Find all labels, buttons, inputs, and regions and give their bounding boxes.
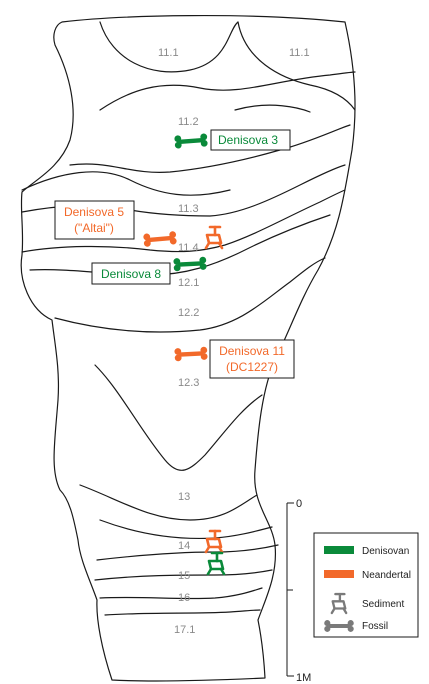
- layer-12-2: 12.2: [178, 307, 199, 319]
- sediment-denisovan-icon: [208, 553, 224, 574]
- legend-sediment: Sediment: [362, 599, 404, 610]
- depth-scale: 0 1M: [287, 498, 311, 684]
- layer-17-1: 17.1: [174, 624, 195, 636]
- sediment-tube-icon: [206, 227, 222, 248]
- layer-16: 16: [178, 592, 190, 604]
- sediment-neandertal-icon: [206, 531, 222, 552]
- specimen-label-line2: ("Altai"): [74, 221, 114, 235]
- denisovan-swatch: [324, 546, 354, 554]
- bone-icon: [174, 347, 207, 362]
- legend-fossil: Fossil: [362, 621, 388, 632]
- legend-denisovan: Denisovan: [362, 546, 409, 557]
- layer-12-3: 12.3: [178, 377, 199, 389]
- specimen-label: Denisova 8: [101, 267, 161, 281]
- bone-icon: [174, 133, 208, 148]
- layer-15: 15: [178, 570, 190, 582]
- scale-top-label: 0: [296, 498, 302, 510]
- specimen-label-line1: Denisova 5: [64, 205, 124, 219]
- bone-icon: [143, 231, 177, 247]
- layer-14: 14: [178, 540, 190, 552]
- layer-11-1-left: 11.1: [158, 47, 179, 59]
- layer-11-2: 11.2: [178, 116, 199, 128]
- specimen-label-line1: Denisova 11: [219, 344, 285, 358]
- bone-icon: [173, 257, 206, 272]
- layer-12-1: 12.1: [178, 277, 199, 289]
- specimen-denisova-11[interactable]: Denisova 11 (DC1227): [174, 340, 294, 378]
- specimen-label-line2: (DC1227): [226, 360, 278, 374]
- neandertal-swatch: [324, 570, 354, 578]
- legend-neandertal: Neandertal: [362, 570, 411, 581]
- layer-11-4: 11.4: [178, 242, 199, 254]
- specimen-denisova-3[interactable]: Denisova 3: [174, 130, 290, 150]
- scale-bottom-label: 1M: [296, 672, 311, 684]
- layer-11-3: 11.3: [178, 203, 199, 215]
- layer-13: 13: [178, 491, 190, 503]
- specimen-label: Denisova 3: [218, 133, 278, 147]
- legend: Denisovan Neandertal Sediment Fossil: [314, 533, 418, 637]
- layer-11-1-right: 11.1: [289, 47, 310, 59]
